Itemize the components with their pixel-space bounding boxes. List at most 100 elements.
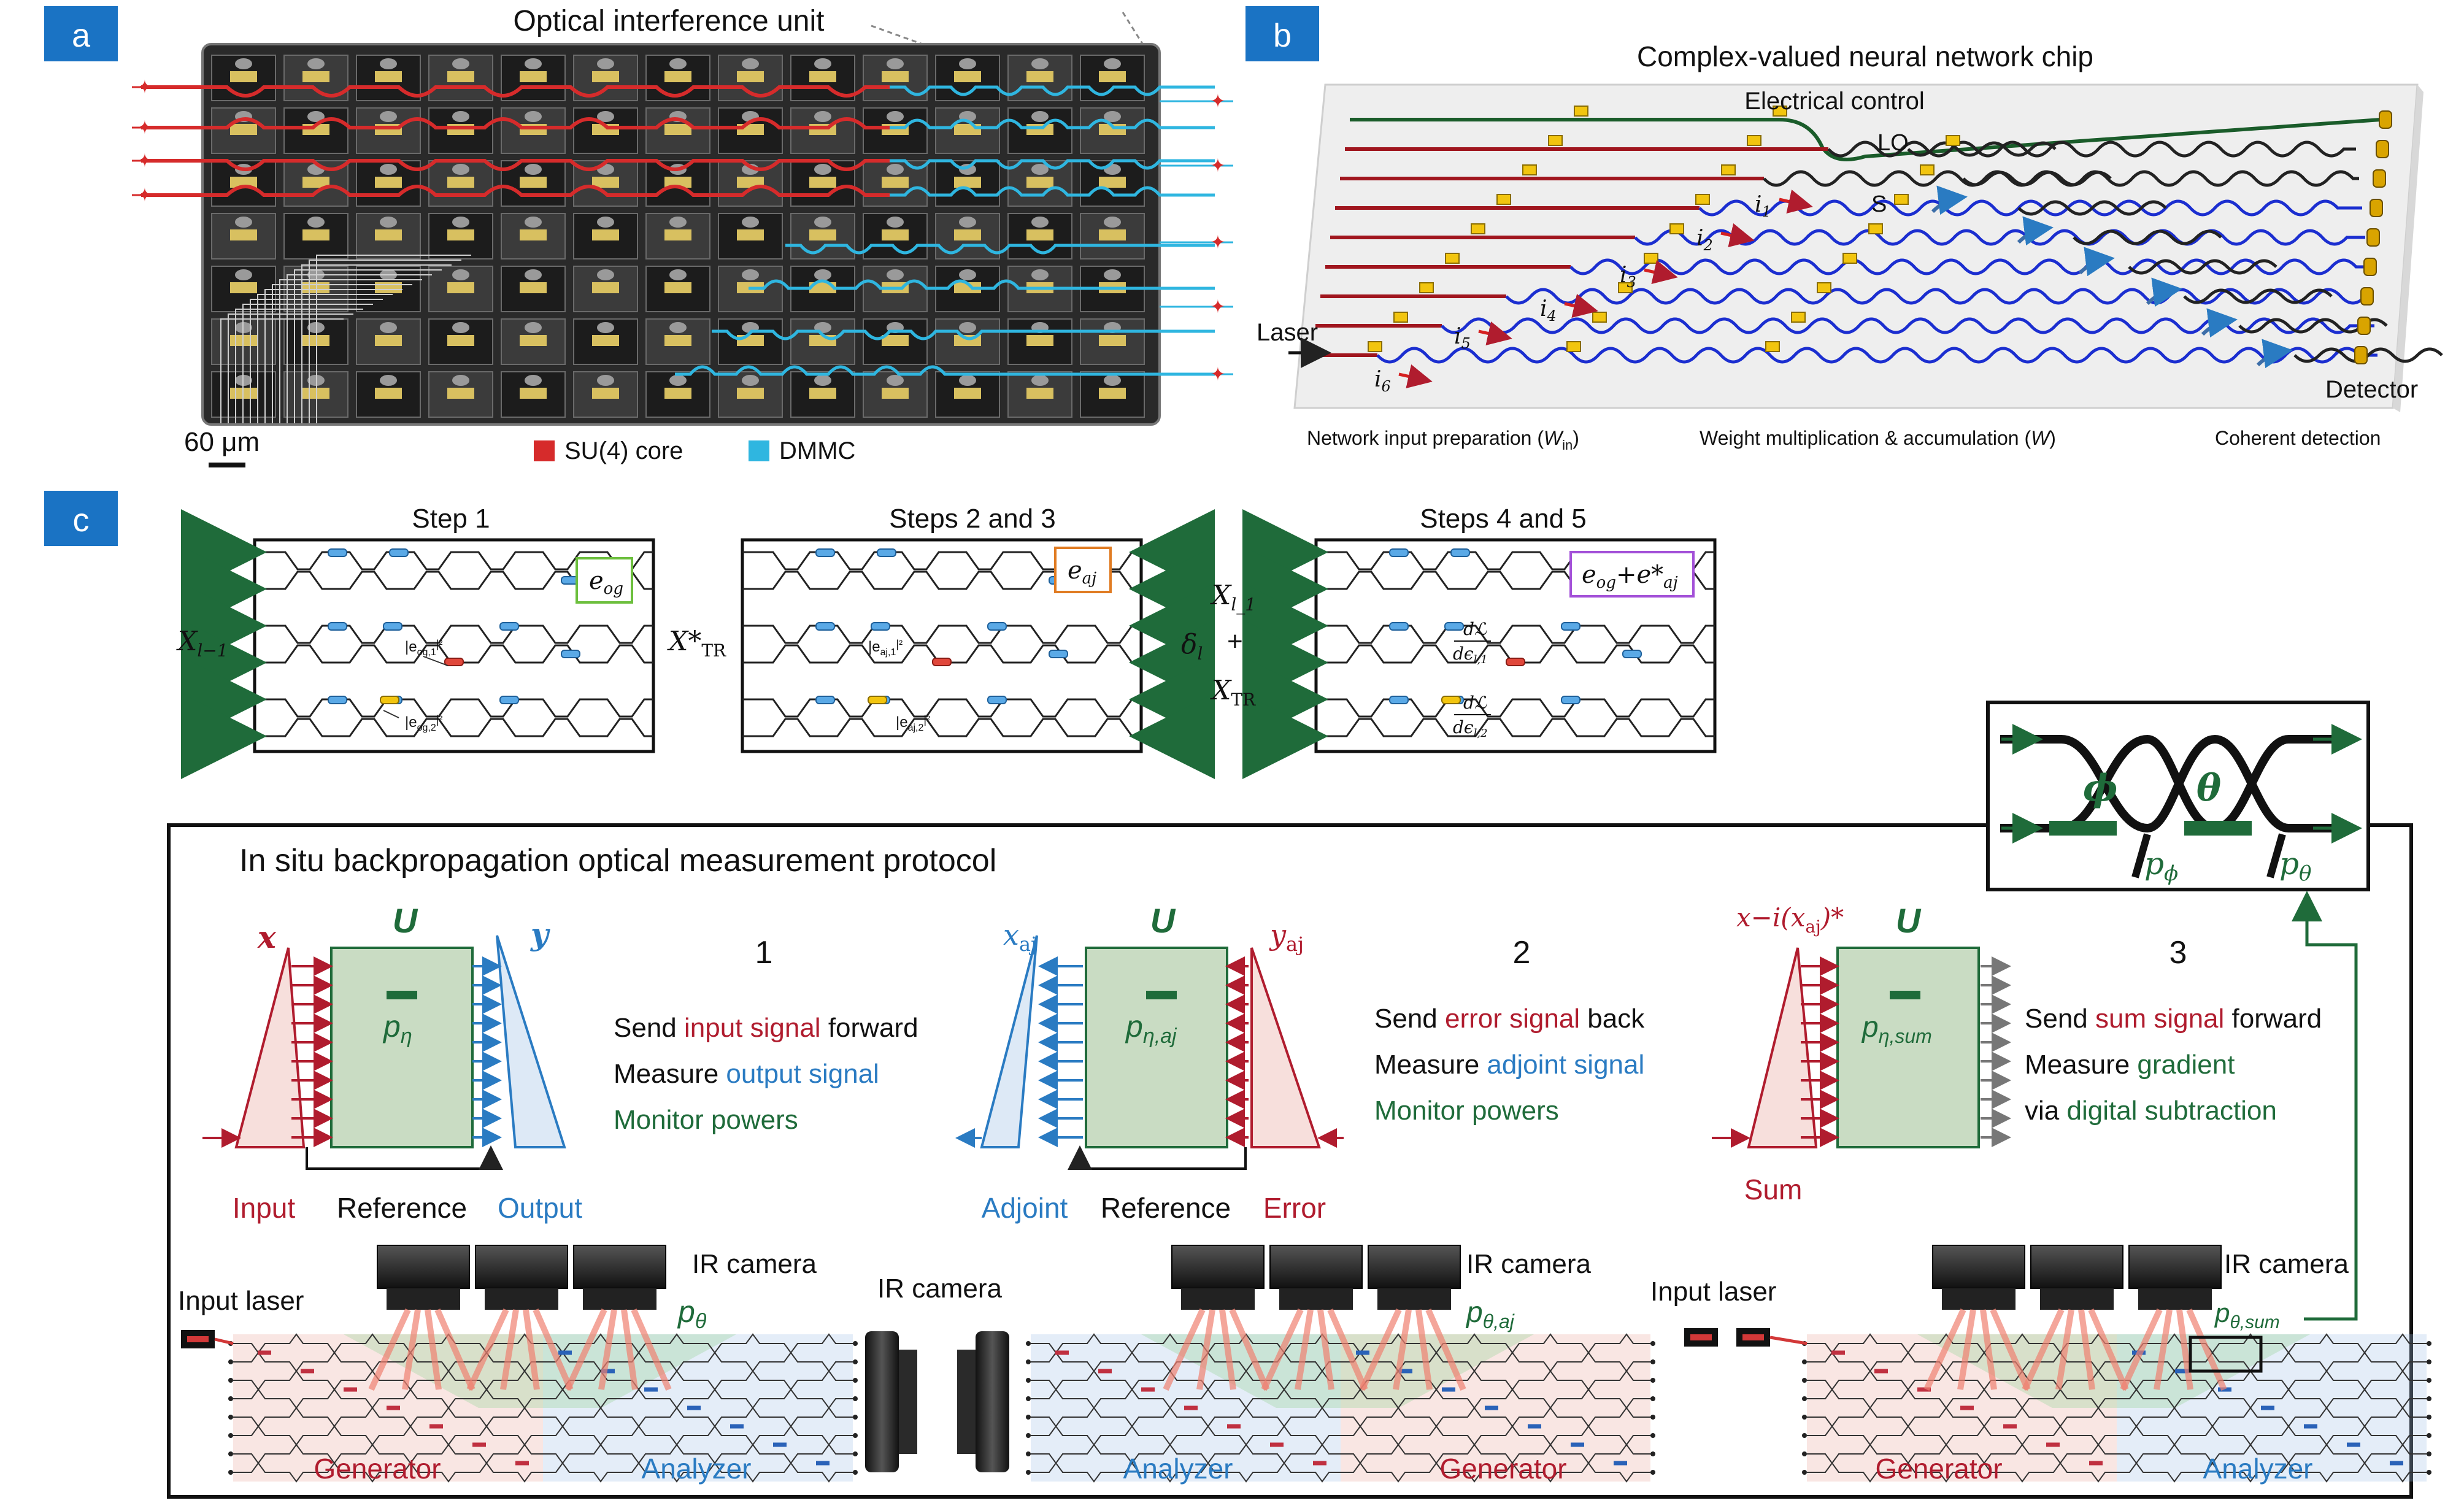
block1-input-label: Input [233,1192,296,1224]
phase-shifter-target [932,658,952,666]
panel-a-title: Optical interference unit [514,5,825,37]
phase-shifter [815,696,835,704]
ir-camera-5-beam [1295,1309,1314,1390]
ir-camera-4-beam [1196,1309,1215,1390]
dmmc-waveguide [785,244,1215,255]
heater [1419,282,1434,293]
phase-shifter [1450,548,1470,557]
ir-camera-1-beam [402,1309,421,1390]
chip1-waveguide [233,1425,853,1446]
step-waveguide [742,625,1141,644]
ir-camera-4-beam [1163,1308,1206,1391]
phase-shifter [499,622,519,631]
heater [1618,282,1633,293]
svg-text:dℒ: dℒ [1463,693,1487,713]
detection-waveguide [2017,200,2167,216]
chip1-waveguide [233,1388,853,1409]
detection-waveguide [1962,171,2112,186]
ir-camera-7 [1932,1245,2025,1289]
heater [1894,194,1909,205]
ir-camera-3-beam [631,1308,672,1391]
heater [1920,164,1935,175]
detection-waveguide [2073,229,2222,245]
block1-line2: Measure output signal [614,1059,879,1089]
dmmc-waveguide [890,159,1215,170]
input-laser-label-1: Input laser [178,1286,304,1316]
block1-U: U [393,901,418,940]
ir-camera-3-lens [583,1288,656,1310]
block2-U: U [1150,901,1176,940]
side-camera-left [865,1331,899,1472]
block1-in-label: x [257,919,277,955]
block2-p: pη,aj [1125,1009,1177,1048]
step23-title: Steps 2 and 3 [889,504,1056,534]
ir-camera-6-lens [1377,1288,1451,1310]
heater [1669,223,1684,234]
mesh-waveguide [1634,229,2365,246]
phase-shifter [561,650,580,658]
current-arrow [1644,259,1678,285]
panel-label-c-bg [44,491,118,546]
step45-plus: + [1227,626,1243,656]
panel-c: c Step 1 Steps 2 and 3 Steps 4 and 5 Xl−… [44,491,2431,1499]
step45-deriv1: dℒ dϵl,1 [1453,619,1491,666]
heater [1393,312,1408,323]
phase-shifter [987,622,1007,631]
ir-camera-2-beam [523,1309,540,1390]
chip2-waveguide [1031,1425,1650,1446]
su4-waveguide [141,117,890,129]
p-phi-label: pϕ [2144,846,2178,886]
chip1-waveguide [233,1407,853,1428]
legend-su4-swatch [534,440,555,461]
block3-number: 3 [2169,935,2187,971]
ir-camera-2 [475,1245,568,1289]
phase-shifter-monitor [380,696,399,704]
ir-camera-8-lens [2040,1288,2114,1310]
analyzer-label-1: Analyzer [642,1453,752,1485]
chip1-waveguide [233,1462,853,1483]
current-arrow [1779,189,1813,214]
svg-text:✦: ✦ [1210,156,1225,176]
block1-line1: Send input signal forward [614,1013,918,1043]
heater [1644,253,1658,264]
chip2-waveguide [1031,1370,1650,1391]
ir-camera-9-beam [2120,1308,2163,1391]
block3-sum-label: Sum [1744,1174,1803,1205]
ir-camera-1-beam [425,1309,442,1390]
adjoint-triangle [980,935,1038,1148]
block1-out-label: y [530,916,550,952]
measured-mzi-box [2189,1336,2263,1373]
current-label-5: i5 [1454,324,1471,352]
phase-shifter [1389,696,1409,704]
step-waveguide [255,551,653,571]
block3-line3: via digital subtraction [2025,1096,2277,1126]
phase-shifter [328,622,347,631]
step-waveguide [742,718,1141,737]
heater [1445,253,1460,264]
step-waveguide [1316,625,1715,644]
gradient-feedback-arrow [2292,891,2358,1321]
input-laser-1-aperture [187,1336,209,1342]
su4-waveguide [141,85,890,98]
block2-error-label: Error [1263,1192,1326,1224]
legend-dmmc-swatch [749,440,769,461]
detector [2376,140,2389,158]
block3-p: pη,sum [1861,1011,1932,1047]
ir-camera-7-lens [1942,1288,2015,1310]
ir-camera-7-beam [1923,1308,1966,1391]
phase-shifter [383,622,402,631]
analyzer-label-3: Analyzer [2203,1453,2313,1485]
heater [1471,223,1485,234]
block1-line3: Monitor powers [614,1105,798,1135]
mesh-waveguide [1763,170,2359,187]
block2-in-label: xaj [1003,918,1037,956]
mzi-tap [2266,833,2286,878]
phi-shifter [2049,821,2117,836]
sum-triangle [1747,947,1818,1148]
phase-shifter [815,622,835,631]
step23-box-label: eaj [1068,556,1096,588]
block3-U: U [1896,901,1922,940]
chip2-waveguide [1031,1388,1650,1409]
detector [2360,287,2374,306]
ir-camera-6-beam [1393,1309,1412,1390]
